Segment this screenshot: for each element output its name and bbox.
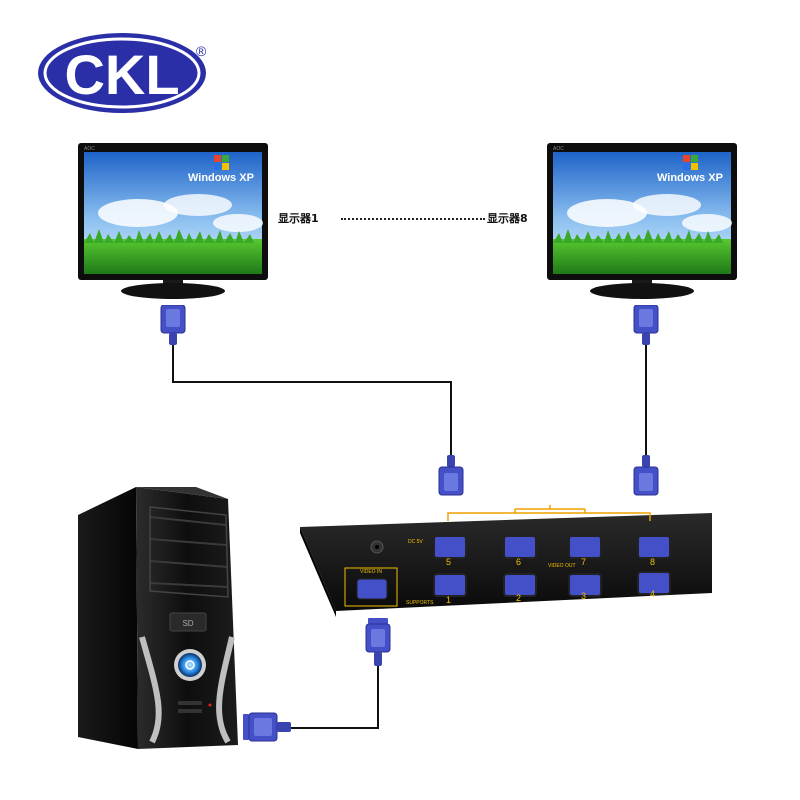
dotted-connector — [341, 218, 485, 220]
monitor-8: Windows XP AOC — [547, 143, 737, 303]
port-number: 8 — [650, 557, 656, 567]
vga-port-4[interactable] — [637, 571, 671, 595]
monitor-1-os-label: Windows XP — [188, 172, 254, 184]
port-number: 6 — [516, 557, 522, 567]
pc-tower: SD — [78, 485, 243, 752]
vga-port-2[interactable] — [503, 573, 537, 597]
port-number: 7 — [581, 557, 587, 567]
port-number: 4 — [650, 589, 656, 599]
vga-connector-icon — [633, 305, 659, 345]
vga-port-3[interactable] — [568, 573, 602, 597]
dc-label: DC 5V — [408, 539, 423, 545]
ckl-logo: CKL ® — [38, 33, 207, 113]
video-in-label: VIDEO IN — [360, 569, 382, 575]
video-out-label: VIDEO OUT — [548, 563, 576, 569]
vga-connector-icon — [243, 712, 291, 742]
port-number: 3 — [581, 591, 587, 601]
monitor-8-brand: AOC — [553, 146, 564, 152]
vga-connector-icon — [438, 455, 464, 496]
pc-badge: SD — [182, 619, 193, 628]
port-number: 5 — [446, 557, 452, 567]
vga-connector-icon — [365, 618, 391, 666]
logo-text: CKL — [64, 43, 179, 106]
monitor-8-caption: 显示器8 — [487, 212, 528, 225]
vga-port-7[interactable] — [568, 535, 602, 559]
monitor-1-caption: 显示器1 — [278, 212, 319, 225]
logo-registered: ® — [196, 43, 207, 59]
port-number: 2 — [516, 593, 522, 603]
port-number: 1 — [446, 595, 452, 605]
vga-port-5[interactable] — [433, 535, 467, 559]
supports-label: SUPPORTS — [406, 600, 434, 606]
vga-connector-icon — [633, 455, 659, 496]
vga-port-1[interactable] — [433, 573, 467, 597]
monitor-1-brand: AOC — [84, 146, 95, 152]
monitor-1: Windows XP AOC — [78, 143, 268, 303]
vga-port-6[interactable] — [503, 535, 537, 559]
vga-port-8[interactable] — [637, 535, 671, 559]
monitor-8-os-label: Windows XP — [657, 172, 723, 184]
vga-splitter: DC 5V VIDEO IN VIDEO OUT SUPPORTS 5 6 7 … — [300, 505, 712, 617]
vga-connector-icon — [160, 305, 186, 345]
